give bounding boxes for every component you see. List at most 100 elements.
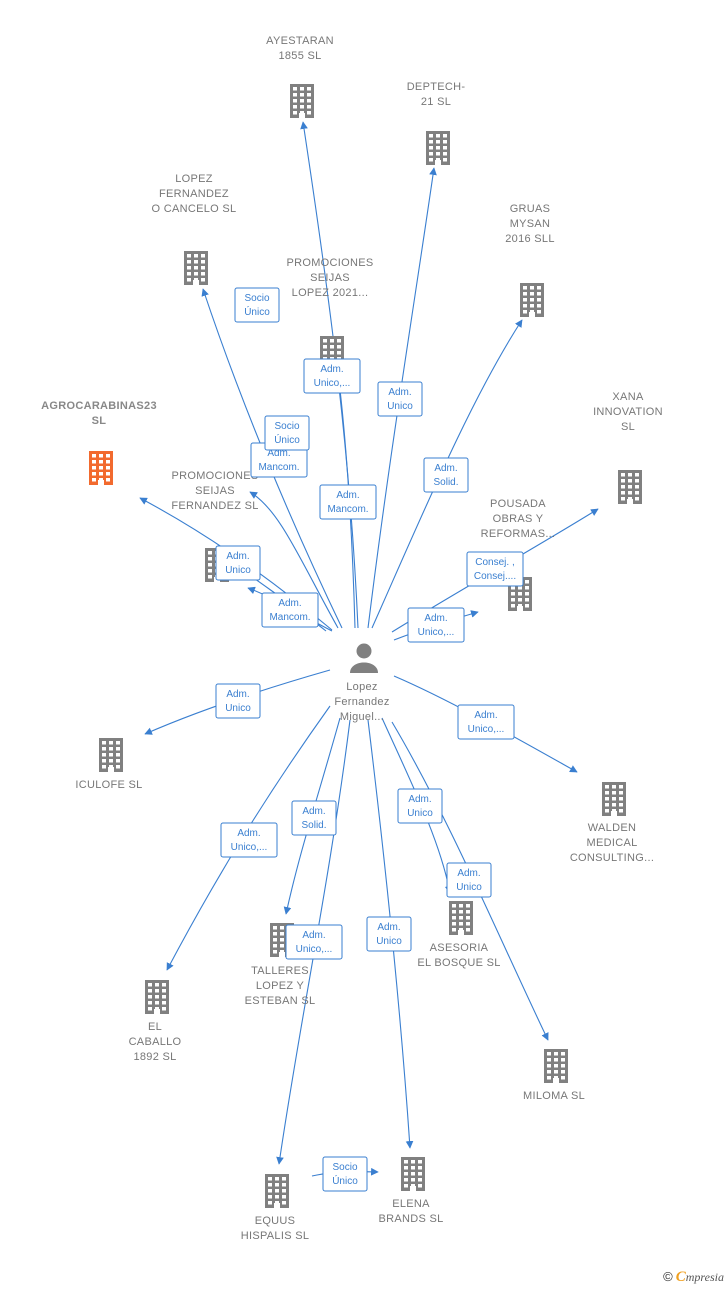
- edge-label-1[interactable]: Adm.Unico: [377, 381, 423, 417]
- edge-label-box: [234, 287, 280, 323]
- edge-label-line: Unico,...: [231, 842, 268, 853]
- edge-label-line: Adm.: [388, 387, 411, 398]
- edge-label-10[interactable]: Adm.Unico,...: [407, 607, 465, 643]
- building-icon-elena[interactable]: [401, 1157, 425, 1191]
- edge-label-line: Mancom.: [327, 504, 368, 515]
- edge-label-16[interactable]: Adm. Unico: [446, 862, 492, 898]
- edge-label-line: Adm.: [408, 794, 431, 805]
- building-icon-deptech[interactable]: [426, 131, 450, 165]
- building-icon-asesoria[interactable]: [449, 901, 473, 935]
- edge-label-line: Unico: [407, 808, 433, 819]
- building-icon-miloma[interactable]: [544, 1049, 568, 1083]
- edge-label-line: Unico,...: [314, 378, 351, 389]
- company-label-pousada-line: POUSADA: [490, 498, 546, 510]
- edge-label-line: Solid.: [301, 820, 326, 831]
- company-label-promociones-fernandez-line: PROMOCIONES: [171, 470, 258, 482]
- company-label-iculofe-line: ICULOFE SL: [75, 779, 142, 791]
- building-icon-walden[interactable]: [602, 782, 626, 816]
- edge-label-11[interactable]: Adm.Unico: [215, 683, 261, 719]
- edge-label-line: Consej....: [474, 571, 516, 582]
- company-label-gruas-line: MYSAN: [510, 218, 551, 230]
- brand-watermark: © Cmpresia: [663, 1269, 724, 1286]
- edge-label-12[interactable]: Adm.Unico,...: [457, 704, 515, 740]
- edge-label-text: Adm. Unico,...: [296, 930, 333, 955]
- company-label-xana-line: INNOVATION: [593, 406, 663, 418]
- building-icon-iculofe[interactable]: [99, 738, 123, 772]
- company-label-el-caballo-line: CABALLO: [129, 1036, 182, 1048]
- edge-label-line: Socio: [332, 1162, 357, 1173]
- edge-label-box: [220, 822, 278, 858]
- company-label-asesoria-line: EL BOSQUE SL: [417, 957, 500, 969]
- edge-label-box: [457, 704, 515, 740]
- edge-label-line: Adm.: [302, 930, 325, 941]
- edge-label-box: [446, 862, 492, 898]
- edge-label-line: Adm.: [457, 868, 480, 879]
- building-icon-el-caballo[interactable]: [145, 980, 169, 1014]
- edge-label-box: [303, 358, 361, 394]
- company-label-xana: XANA INNOVATION SL: [593, 391, 663, 433]
- building-icon-agrocarabinas[interactable]: [89, 451, 113, 485]
- company-label-deptech: DEPTECH-21 SL: [407, 81, 466, 108]
- edge-label-box: [407, 607, 465, 643]
- edge-label-line: Adm.: [226, 551, 249, 562]
- edge-label-7[interactable]: Consej. ,Consej....: [466, 551, 524, 587]
- company-label-walden-line: WALDEN: [588, 822, 636, 834]
- company-label-walden-line: CONSULTING...: [570, 852, 654, 864]
- edge-label-line: Único: [244, 305, 270, 318]
- edge-label-box: [215, 545, 261, 581]
- edge-label-text: Adm.Unico: [376, 922, 402, 947]
- edge-label-text: Adm. Unico: [407, 794, 433, 819]
- edge-label-5[interactable]: Adm.Solid.: [423, 457, 469, 493]
- edge-label-line: Adm.: [320, 364, 343, 375]
- edge-label-text: Adm.Unico,...: [468, 710, 505, 735]
- edge-label-14[interactable]: Adm.Solid.: [291, 800, 337, 836]
- company-label-promociones-2021-line: LOPEZ 2021...: [292, 287, 369, 299]
- building-icon-equus[interactable]: [265, 1174, 289, 1208]
- edge-label-17[interactable]: Adm. Unico,...: [285, 924, 343, 960]
- edge-label-box: [423, 457, 469, 493]
- edge-label-6[interactable]: Adm.Unico: [215, 545, 261, 581]
- edge-label-line: Adm.: [474, 710, 497, 721]
- edge-label-9[interactable]: Adm.Mancom.: [261, 592, 319, 628]
- edge-label-line: Unico,...: [296, 944, 333, 955]
- building-icon-lopez-cancelo[interactable]: [184, 251, 208, 285]
- company-label-pousada-line: OBRAS Y: [493, 513, 544, 525]
- edge-label-line: Unico: [456, 882, 482, 893]
- company-label-el-caballo-line: 1892 SL: [133, 1051, 176, 1063]
- edge-label-15[interactable]: Adm.Unico,...: [220, 822, 278, 858]
- edge-label-18[interactable]: Adm.Unico: [366, 916, 412, 952]
- edge-label-13[interactable]: Adm. Unico: [397, 788, 443, 824]
- building-icon-ayestaran[interactable]: [290, 84, 314, 118]
- person-icon[interactable]: [350, 643, 378, 674]
- edge-label-0[interactable]: Adm. Unico,...: [303, 358, 361, 394]
- company-label-gruas-line: GRUAS: [510, 203, 551, 215]
- edge-label-box: [366, 916, 412, 952]
- edge-label-3[interactable]: Adm.Mancom.: [250, 442, 308, 478]
- edge-label-4[interactable]: Adm. Mancom.: [319, 484, 377, 520]
- company-label-miloma-line: MILOMA SL: [523, 1090, 585, 1102]
- company-label-promociones-fernandez-line: FERNANDEZ SL: [171, 500, 258, 512]
- company-label-elena-line: ELENA: [392, 1198, 430, 1210]
- edge-label-line: Adm.: [336, 490, 359, 501]
- brand-name: mpresia: [685, 1270, 724, 1284]
- building-icon-gruas[interactable]: [520, 283, 544, 317]
- edge-label-line: Único: [274, 433, 300, 446]
- building-icon-xana[interactable]: [618, 470, 642, 504]
- edge-label-line: Unico: [376, 936, 402, 947]
- company-label-xana-line: XANA: [612, 391, 644, 403]
- company-label-xana-line: SL: [621, 421, 635, 433]
- edge-label-line: Mancom.: [269, 612, 310, 623]
- company-label-talleres-line: TALLERES: [251, 965, 309, 977]
- company-label-promociones-2021-line: SEIJAS: [310, 272, 350, 284]
